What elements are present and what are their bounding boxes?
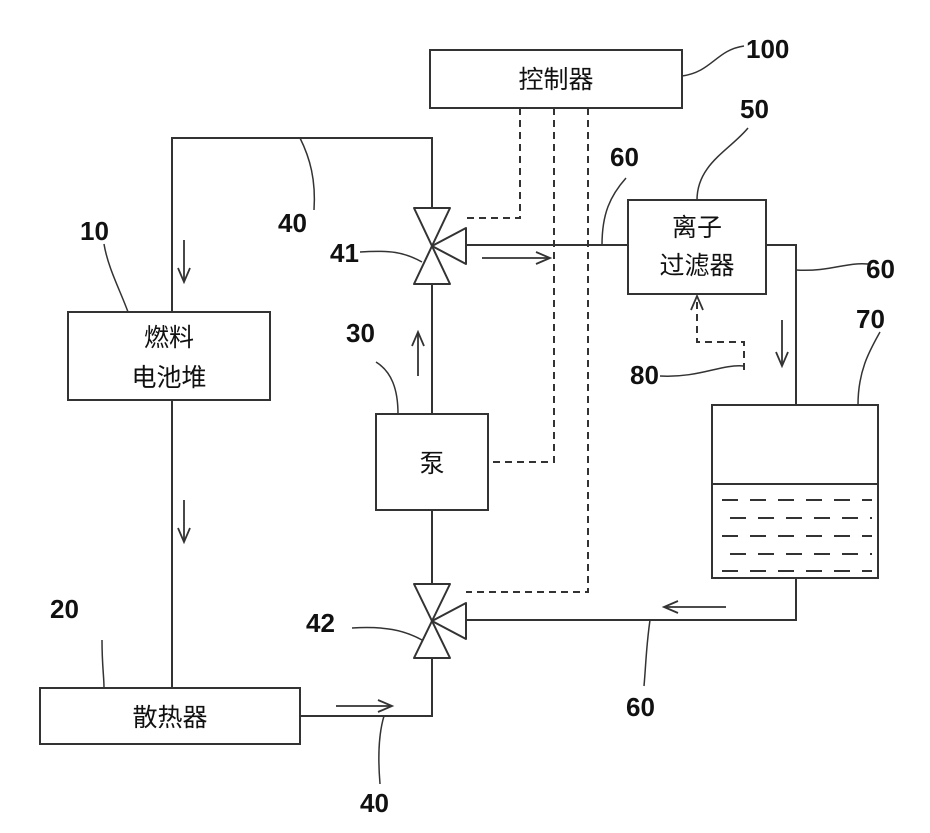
ref-label-30: 30 <box>346 318 375 348</box>
pipe-valve42-to-radiator <box>300 658 432 716</box>
arrow-up-pump <box>412 332 424 376</box>
pipe-60-tank-to-valve42 <box>466 578 796 620</box>
control-line-valve42 <box>466 108 588 592</box>
arrow-down-middle <box>178 500 190 542</box>
leader-60-top <box>602 178 626 245</box>
radiator-box: 散热器 <box>40 688 300 744</box>
fuel-cell-label-2: 电池堆 <box>131 363 206 392</box>
controller-box: 控制器 <box>430 50 682 108</box>
leader-10 <box>104 244 128 312</box>
leader-40-bottom <box>379 716 384 784</box>
ion-filter-box: 离子 过滤器 <box>628 200 766 294</box>
control-lines <box>466 108 744 592</box>
ref-label-70: 70 <box>856 304 885 334</box>
ref-label-41: 41 <box>330 238 359 268</box>
three-way-valve-42 <box>414 584 466 658</box>
fuel-cell-box: 燃料 电池堆 <box>68 312 270 400</box>
pump-box: 泵 <box>376 414 488 510</box>
ref-label-50: 50 <box>740 94 769 124</box>
pipe-60-filter-to-tank <box>766 245 796 405</box>
ion-filter-label-2: 过滤器 <box>659 251 734 280</box>
leader-70 <box>858 332 880 405</box>
leader-60-bottom <box>644 620 650 686</box>
arrow-right-valve41 <box>482 252 550 264</box>
leader-42 <box>352 628 422 641</box>
ref-label-60-right: 60 <box>866 254 895 284</box>
control-line-valve41 <box>466 108 520 218</box>
leader-41 <box>360 251 422 262</box>
ref-label-60-bottom: 60 <box>626 692 655 722</box>
ref-label-40-top: 40 <box>278 208 307 238</box>
leader-80 <box>660 366 744 376</box>
leader-30 <box>376 362 398 414</box>
arrow-right-radiator <box>336 700 392 712</box>
ref-label-60-top: 60 <box>610 142 639 172</box>
ref-label-10: 10 <box>80 216 109 246</box>
leader-100 <box>682 46 744 76</box>
ref-label-20: 20 <box>50 594 79 624</box>
three-way-valve-41 <box>414 208 466 284</box>
sensor-line-80 <box>697 296 744 370</box>
leader-40-top <box>300 138 314 210</box>
arrow-left-tank <box>664 601 726 613</box>
arrow-down-top <box>178 240 190 282</box>
pump-label: 泵 <box>419 449 444 478</box>
ion-filter-label-1: 离子 <box>672 213 722 242</box>
reservoir-tank <box>712 405 878 578</box>
ref-label-100: 100 <box>746 34 789 64</box>
radiator-label: 散热器 <box>132 703 207 732</box>
ref-label-40-bottom: 40 <box>360 788 389 818</box>
ref-label-80: 80 <box>630 360 659 390</box>
ref-label-42: 42 <box>306 608 335 638</box>
leader-50 <box>697 128 748 200</box>
fuel-cell-label-1: 燃料 <box>144 323 194 352</box>
leader-60-right <box>796 264 868 271</box>
leader-20 <box>102 640 104 688</box>
arrow-down-tank <box>776 320 788 366</box>
controller-label: 控制器 <box>518 65 593 94</box>
